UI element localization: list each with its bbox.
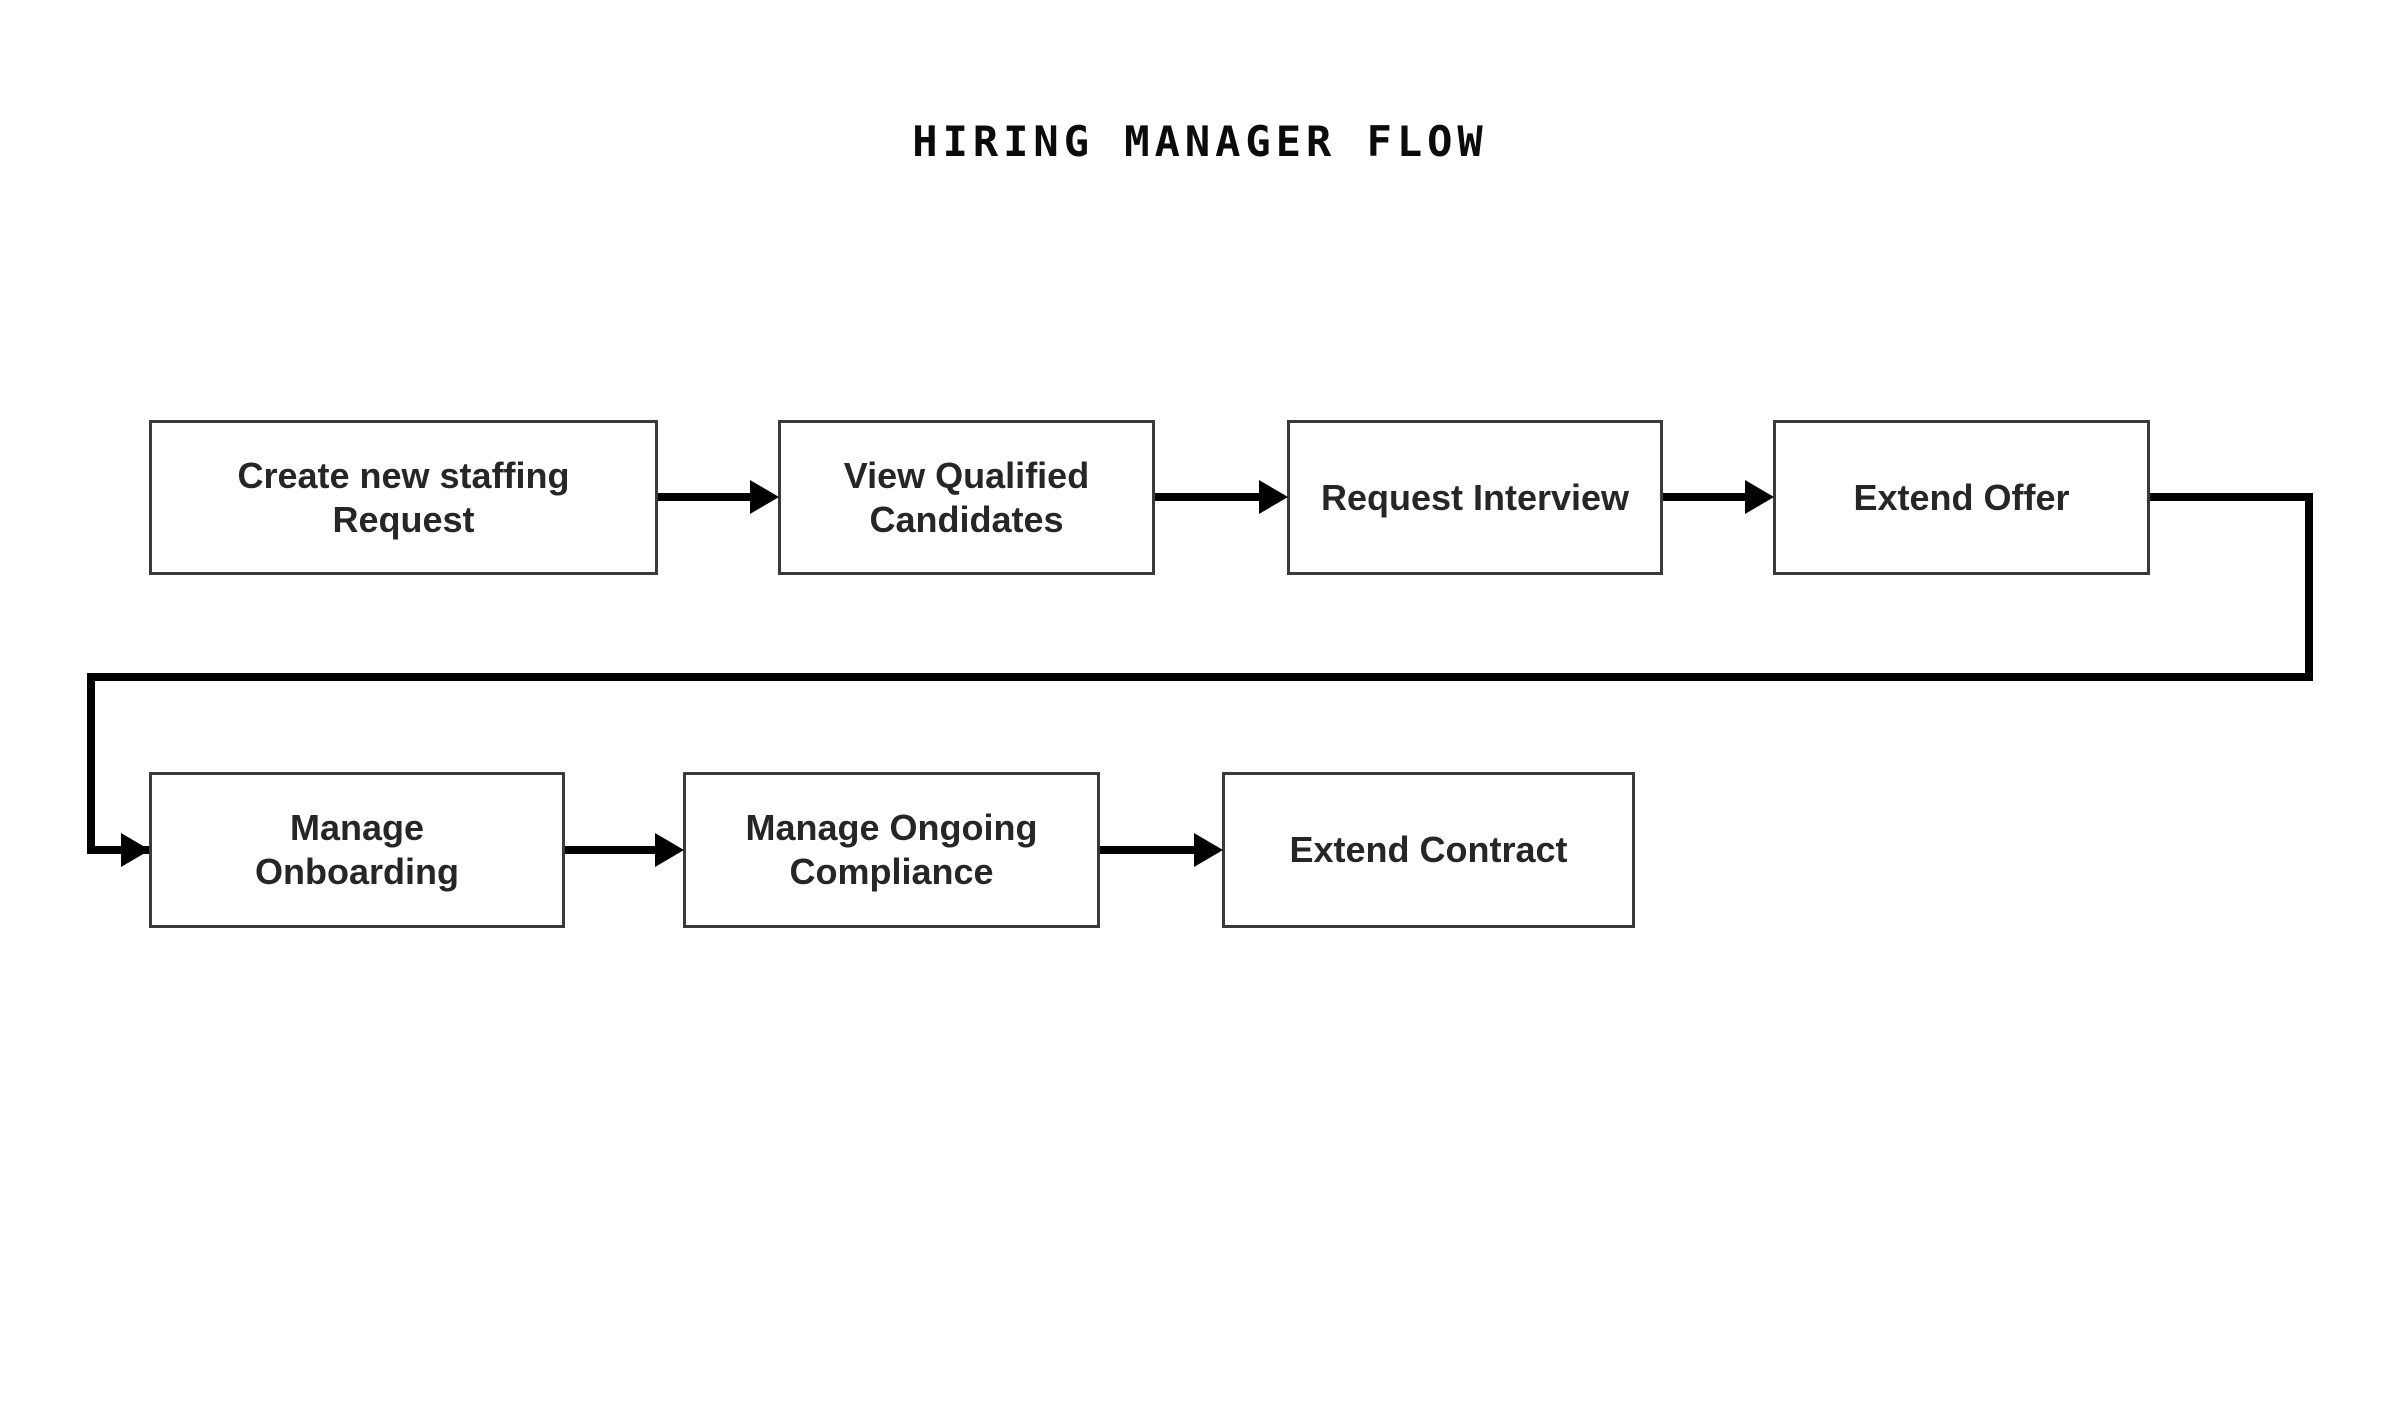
node-label: Request Interview — [1320, 476, 1630, 518]
wrap-connector-segment-middle-horizontal — [87, 673, 2313, 681]
node-view-qualified-candidates[interactable]: View Qualified Candidates — [778, 420, 1155, 575]
wrap-connector-segment-left-vertical — [87, 673, 95, 854]
connector-ongoing-compliance-to-extend-contract — [1100, 846, 1194, 854]
node-label: Manage Ongoing Compliance — [745, 807, 1038, 892]
wrap-connector-segment-bottom-left — [87, 846, 149, 854]
arrowhead-icon — [750, 480, 779, 514]
node-extend-contract[interactable]: Extend Contract — [1222, 772, 1635, 928]
node-label: Create new staffing Request — [237, 454, 570, 540]
node-label: View Qualified Candidates — [843, 454, 1090, 540]
wrap-connector-segment-top-right — [2150, 493, 2313, 501]
connector-create-request-to-view-candidates — [658, 493, 750, 501]
node-extend-offer[interactable]: Extend Offer — [1773, 420, 2150, 575]
arrowhead-icon — [1259, 480, 1288, 514]
arrowhead-icon — [1194, 833, 1223, 867]
arrowhead-icon — [121, 833, 150, 867]
arrowhead-icon — [655, 833, 684, 867]
connector-manage-onboarding-to-ongoing-compliance — [565, 846, 655, 854]
connector-view-candidates-to-request-interview — [1155, 493, 1259, 501]
node-manage-onboarding[interactable]: Manage Onboarding — [149, 772, 565, 928]
arrowhead-icon — [1745, 480, 1774, 514]
page-title: HIRING MANAGER FLOW — [912, 117, 1488, 166]
node-label: Extend Offer — [1853, 476, 2070, 518]
wrap-connector-segment-right-vertical — [2305, 493, 2313, 681]
node-request-interview[interactable]: Request Interview — [1287, 420, 1663, 575]
node-create-new-staffing-request[interactable]: Create new staffing Request — [149, 420, 658, 575]
node-label: Extend Contract — [1289, 829, 1568, 871]
node-label: Manage Onboarding — [255, 807, 459, 892]
connector-request-interview-to-extend-offer — [1663, 493, 1745, 501]
node-manage-ongoing-compliance[interactable]: Manage Ongoing Compliance — [683, 772, 1100, 928]
